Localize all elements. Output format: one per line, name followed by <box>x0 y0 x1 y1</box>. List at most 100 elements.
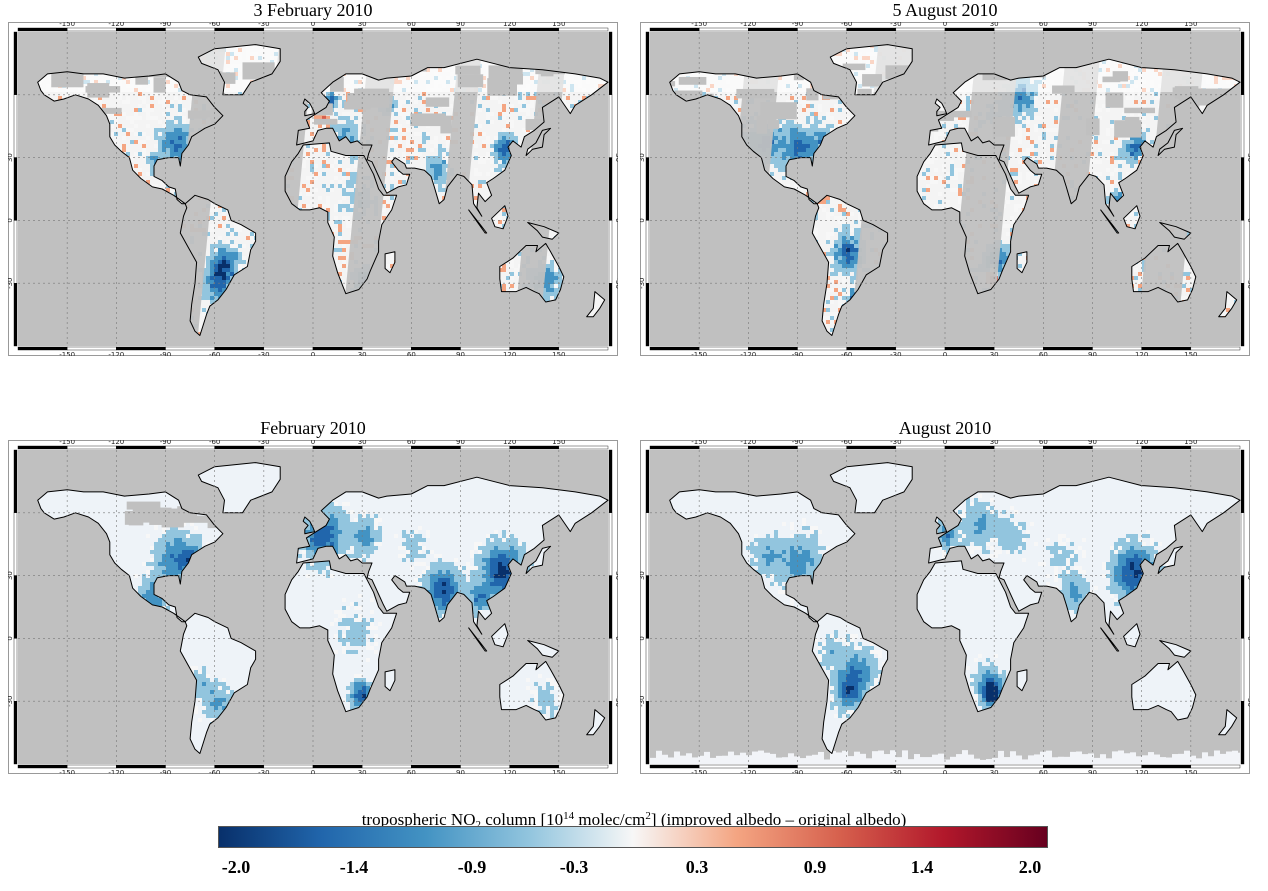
longitude-tick-label: 30 <box>358 769 367 774</box>
coastline-greenland <box>197 462 281 514</box>
coastline-madagascar <box>1016 251 1028 274</box>
map-axis-frame <box>645 27 1245 351</box>
coastline-australia <box>499 660 565 721</box>
longitude-tick-label: 30 <box>990 351 999 356</box>
latitude-tick-label: -30 <box>1246 277 1250 288</box>
coastline-australia <box>1131 242 1197 303</box>
colorbar-tick-label: -2.0 <box>221 857 251 877</box>
coastline-indonesia <box>1100 627 1120 652</box>
longitude-tick-label: 0 <box>943 440 947 446</box>
longitude-tick-label: 0 <box>311 22 315 28</box>
coastline-borneo <box>1123 205 1141 230</box>
longitude-tick-label: -60 <box>209 22 220 28</box>
longitude-tick-label: -120 <box>108 22 124 28</box>
longitude-tick-label: 30 <box>358 22 367 28</box>
longitude-tick-label: 90 <box>1088 22 1097 28</box>
coastlines <box>37 44 609 336</box>
coastline-greenland <box>829 462 913 514</box>
colorbar-tick-label: 0.9 <box>803 857 827 877</box>
longitude-tick-label: 150 <box>1184 351 1197 356</box>
colorbar-title-unit: molec/cm <box>574 810 646 829</box>
longitude-tick-label: 60 <box>407 769 416 774</box>
longitude-tick-label: -150 <box>59 440 75 446</box>
colorbar-tick-label: -1.4 <box>339 857 369 877</box>
longitude-tick-label: -150 <box>59 769 75 774</box>
coastline-madagascar <box>1016 669 1028 692</box>
longitude-tick-label: -120 <box>108 769 124 774</box>
latitude-tick-label: 30 <box>8 571 14 580</box>
coastline-north-america <box>669 489 856 623</box>
coastline-new-zealand <box>1218 291 1238 318</box>
longitude-tick-label: -60 <box>841 22 852 28</box>
graticule <box>650 32 1240 346</box>
longitude-tick-label: -150 <box>691 351 707 356</box>
latitude-tick-label: 0 <box>640 636 646 640</box>
longitude-tick-label: 90 <box>456 22 465 28</box>
longitude-tick-label: -120 <box>108 351 124 356</box>
longitude-tick-label: 120 <box>1135 22 1148 28</box>
colorbar-tick-label: 1.4 <box>910 857 934 877</box>
coastline-new-guinea <box>1159 640 1192 658</box>
coastline-borneo <box>491 623 509 648</box>
map-axis-frame <box>13 445 613 769</box>
longitude-tick-label: -150 <box>59 22 75 28</box>
longitude-tick-label: 90 <box>456 769 465 774</box>
coastline-south-america <box>811 612 889 754</box>
longitude-tick-label: 120 <box>503 440 516 446</box>
longitude-tick-label: 60 <box>407 22 416 28</box>
longitude-tick-label: 0 <box>311 351 315 356</box>
coastline-uk <box>302 516 316 535</box>
longitude-tick-label: -90 <box>160 769 171 774</box>
longitude-tick-label: 0 <box>311 440 315 446</box>
coastline-new-zealand <box>586 709 606 736</box>
coastline-greenland <box>197 44 281 96</box>
colorbar-tick-label: -0.9 <box>457 857 487 877</box>
latitude-tick-label: 0 <box>640 218 646 222</box>
coastline-eurasia <box>296 476 609 635</box>
latitude-tick-label: -30 <box>614 695 618 706</box>
longitude-tick-label: -120 <box>108 440 124 446</box>
longitude-tick-label: -90 <box>792 351 803 356</box>
coastline-indonesia <box>1100 209 1120 234</box>
coastline-north-america <box>37 489 224 623</box>
longitude-tick-label: 150 <box>1184 769 1197 774</box>
longitude-tick-label: 0 <box>943 22 947 28</box>
coastline-eurasia <box>928 476 1241 635</box>
longitude-tick-label: -150 <box>59 351 75 356</box>
longitude-tick-label: -90 <box>792 769 803 774</box>
colorbar-tick-label: 0.3 <box>685 857 709 877</box>
latitude-tick-label: -30 <box>640 695 646 706</box>
longitude-tick-label: 120 <box>503 351 516 356</box>
coastline-madagascar <box>384 251 396 274</box>
latitude-tick-label: 30 <box>640 571 646 580</box>
colorbar-ticks: -2.0 -1.4 -0.9 -0.3 0.3 0.9 1.4 2.0 <box>0 857 1268 881</box>
longitude-tick-label: 150 <box>552 769 565 774</box>
longitude-tick-label: 0 <box>943 769 947 774</box>
longitude-tick-label: -60 <box>209 440 220 446</box>
longitude-tick-label: 0 <box>943 351 947 356</box>
longitude-tick-label: 60 <box>1039 22 1048 28</box>
coastline-new-zealand <box>1218 709 1238 736</box>
colorbar-tick-label: -0.3 <box>559 857 589 877</box>
longitude-tick-label: 90 <box>1088 769 1097 774</box>
longitude-tick-label: -30 <box>258 769 269 774</box>
latitude-tick-label: 30 <box>8 153 14 162</box>
longitude-tick-label: -150 <box>691 440 707 446</box>
longitude-tick-label: -60 <box>841 351 852 356</box>
coastline-new-guinea <box>527 640 560 658</box>
coastline-madagascar <box>384 669 396 692</box>
longitude-tick-label: 150 <box>552 440 565 446</box>
latitude-tick-label: 30 <box>614 153 618 162</box>
coastlines <box>669 44 1241 336</box>
coastline-south-america <box>811 194 889 336</box>
longitude-tick-label: 90 <box>1088 440 1097 446</box>
coastline-uk <box>302 98 316 117</box>
longitude-tick-label: -120 <box>740 769 756 774</box>
coastline-new-guinea <box>1159 222 1192 240</box>
latitude-tick-label: 0 <box>8 218 14 222</box>
coastline-australia <box>1131 660 1197 721</box>
latitude-tick-label: 0 <box>614 218 618 222</box>
map-panel-aug-5: 5 August 2010 -150-150-120-120-90-90-60-… <box>640 0 1250 356</box>
longitude-tick-label: -30 <box>890 769 901 774</box>
